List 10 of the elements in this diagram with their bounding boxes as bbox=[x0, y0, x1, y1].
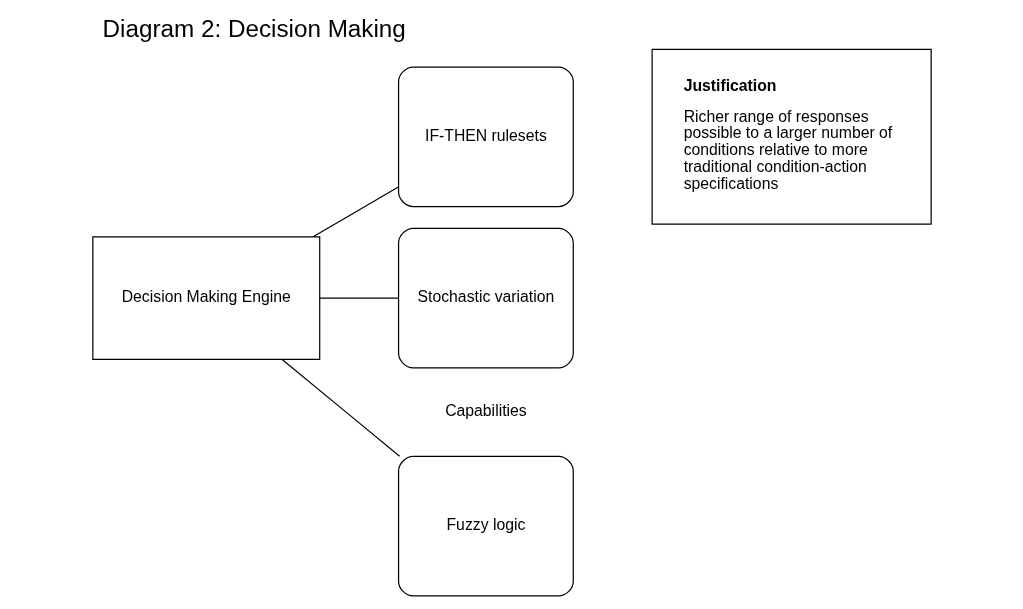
node-box: Decision Making Engine bbox=[91, 236, 320, 360]
connector bbox=[281, 358, 400, 457]
node-box: Stochastic variation bbox=[397, 227, 574, 369]
connector bbox=[312, 186, 399, 238]
connector bbox=[318, 297, 399, 299]
node-box: Fuzzy logic bbox=[397, 455, 574, 597]
node-box: IF-THEN rulesets bbox=[397, 66, 574, 208]
diagram-title: Diagram 2: Decision Making bbox=[102, 15, 406, 43]
label: Capabilities bbox=[444, 402, 527, 420]
node-box: Justification Richer range of responses possible to a larger number of conditions relative to more traditional condition-action specifications bbox=[651, 48, 932, 225]
